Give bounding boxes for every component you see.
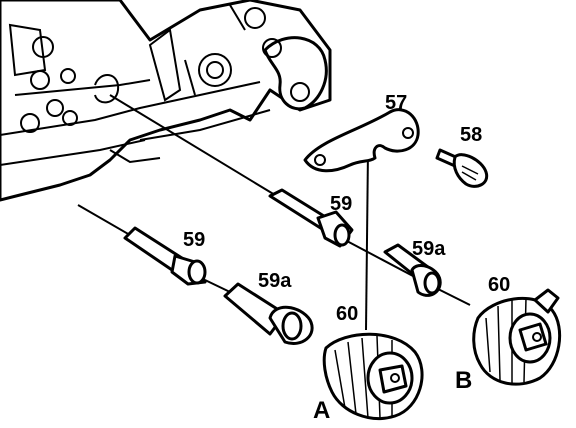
callout-59-lower: 59 (183, 229, 205, 251)
callout-59a-upper: 59a (412, 238, 446, 260)
callout-58: 58 (460, 124, 482, 146)
callout-60-right: 60 (488, 274, 510, 296)
shaft-59-upper (268, 188, 354, 248)
bolt-58 (435, 148, 489, 188)
shaft-59-lower (123, 226, 207, 286)
shaft-59a-lower (223, 282, 314, 345)
joint-60-assembly-b (472, 288, 562, 386)
joint-60-assembly-a (322, 332, 424, 420)
label-assembly-b: B (455, 367, 472, 394)
label-assembly-a: A (313, 397, 330, 424)
engine-housing (0, 0, 332, 202)
callout-59-upper: 59 (330, 193, 352, 215)
callout-59a-lower: 59a (258, 270, 292, 292)
bracket-57 (303, 108, 420, 173)
callout-60-left: 60 (336, 303, 358, 325)
shaft-59a-upper (383, 243, 442, 297)
callout-57: 57 (385, 92, 407, 114)
